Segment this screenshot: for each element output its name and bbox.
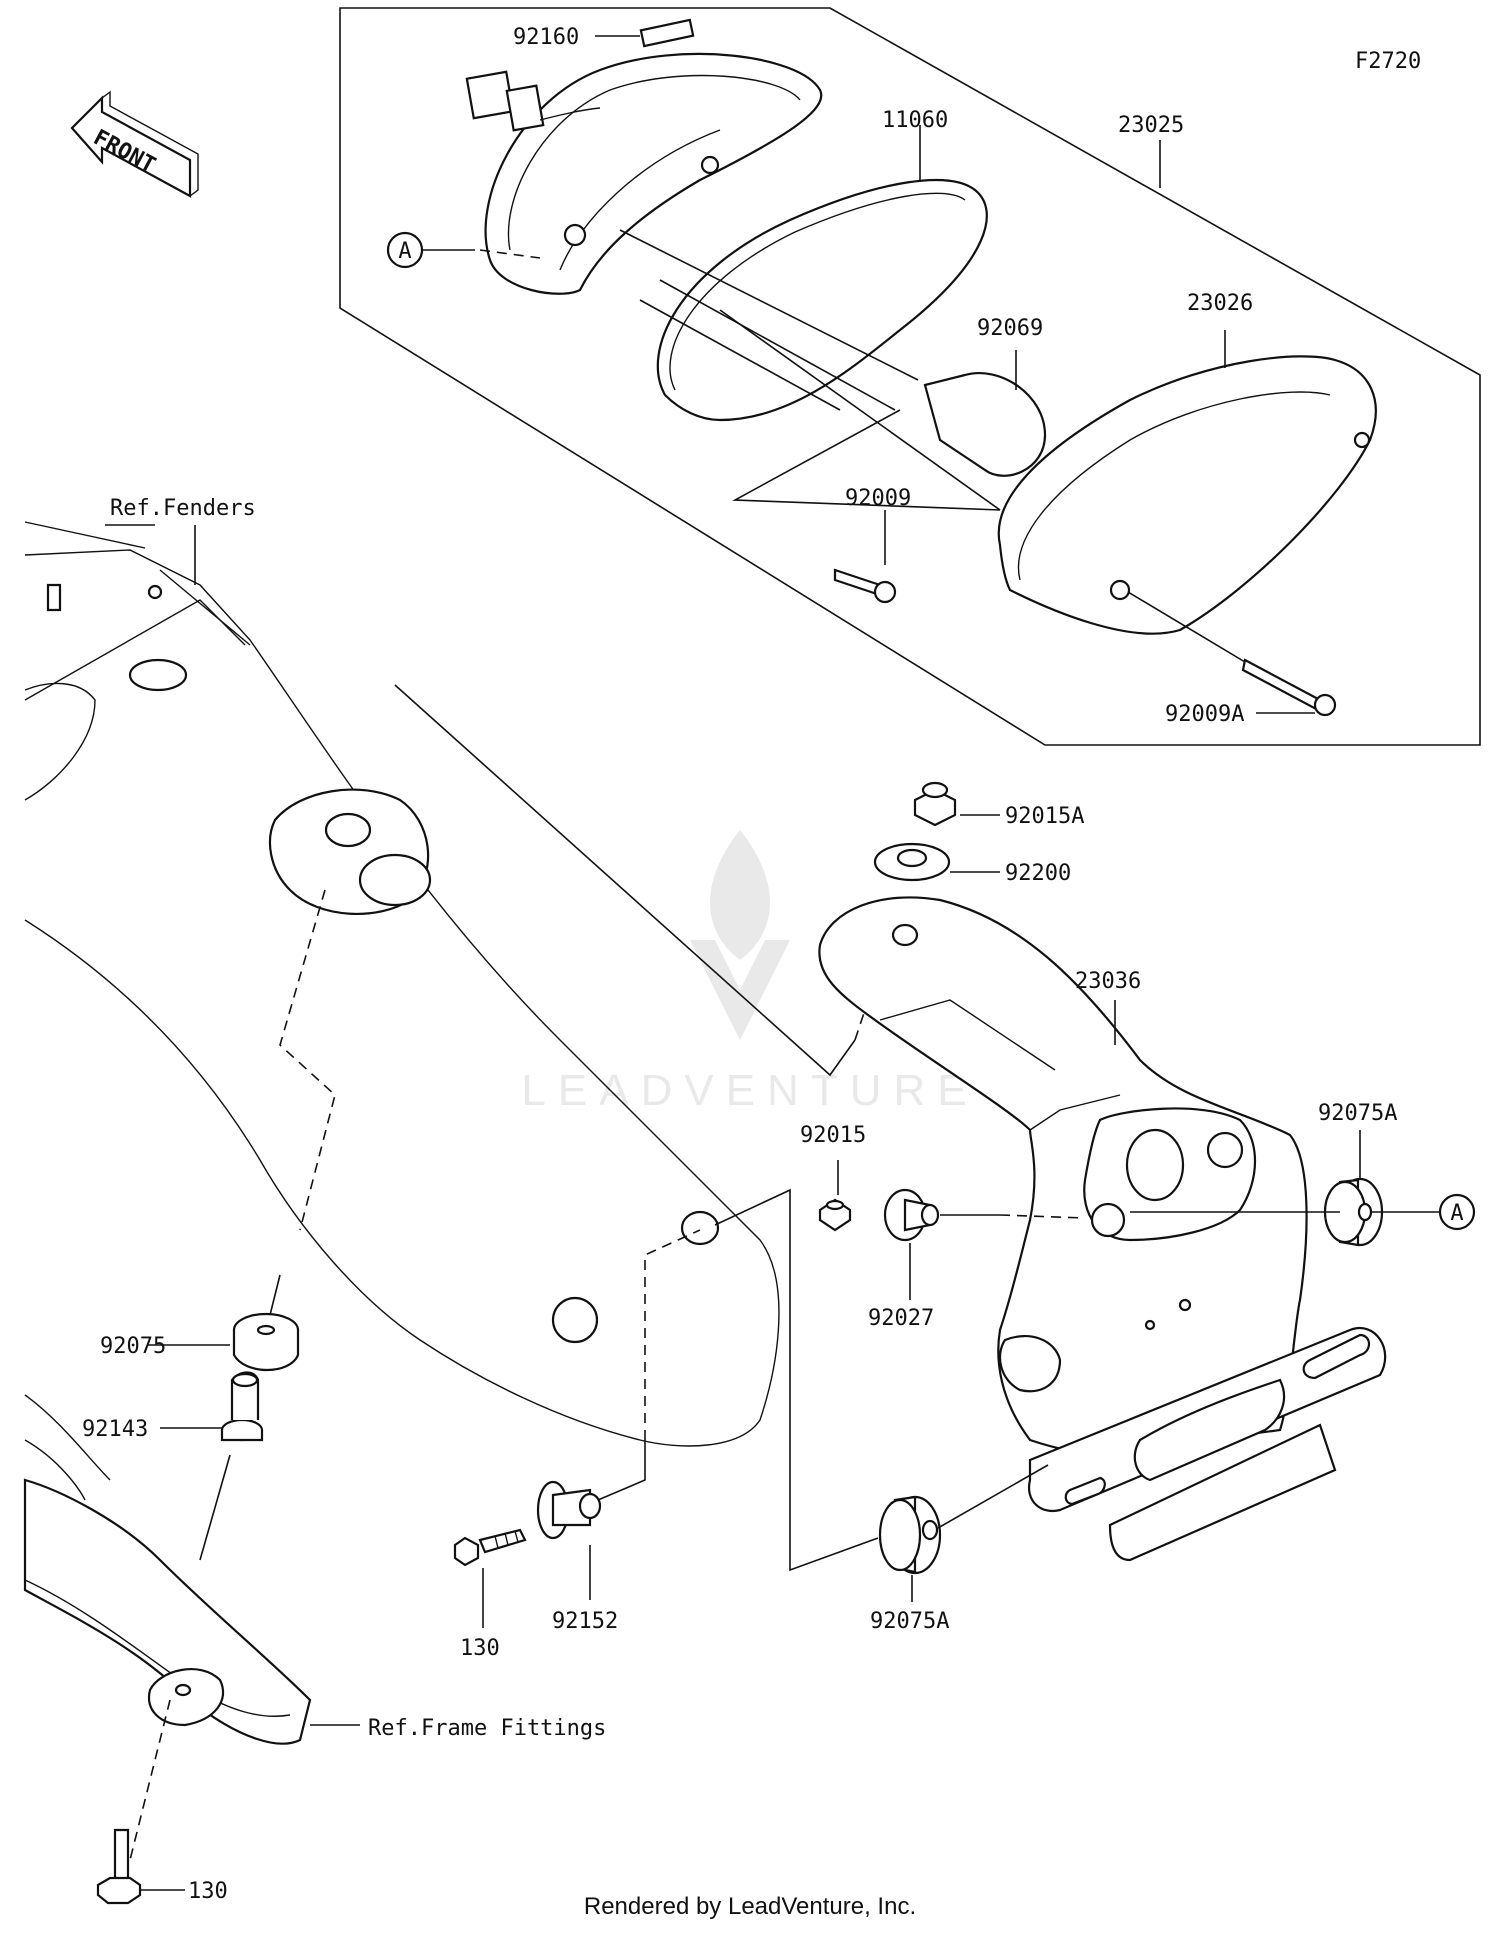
footer-credit: Rendered by LeadVenture, Inc. xyxy=(583,1893,917,1920)
part-92160-pad: 92160 xyxy=(513,18,695,50)
label-92143: 92143 xyxy=(82,1417,148,1442)
part-92200-washer: 92200 xyxy=(873,842,1071,886)
watermark-text: LEADVENTURE xyxy=(521,1066,978,1115)
label-92075A-bottom: 92075A xyxy=(870,1609,949,1634)
callout-a-top: A xyxy=(386,231,541,269)
callout-a-right: A xyxy=(1438,1193,1476,1231)
ref-frame-fittings-label[interactable]: Ref.Frame Fittings xyxy=(368,1716,606,1741)
part-92015-nut: 92015 xyxy=(800,1123,866,1232)
part-23026-lens: 23026 xyxy=(997,291,1377,635)
watermark-logo: LEADVENTURE xyxy=(521,830,978,1115)
label-92160: 92160 xyxy=(513,25,579,50)
part-92009-screw: 92009 xyxy=(833,486,911,604)
part-130-bolt-middle: 130 xyxy=(453,1528,527,1661)
ref-fenders-label[interactable]: Ref.Fenders xyxy=(110,496,256,521)
lamp-housing xyxy=(465,52,823,295)
callout-a-right-text: A xyxy=(1450,1201,1463,1226)
part-92143-collar: 92143 xyxy=(82,1371,264,1442)
part-92075-grommet: 92075 xyxy=(100,1274,300,1372)
label-130-middle: 130 xyxy=(460,1636,500,1661)
part-92069-bulb: 92069 xyxy=(923,316,1047,477)
front-arrow-icon: FRONT xyxy=(70,90,199,198)
label-92075: 92075 xyxy=(100,1334,166,1359)
label-92152: 92152 xyxy=(552,1609,618,1634)
part-130-bolt-bottom: 130 xyxy=(96,1828,228,1905)
label-23026: 23026 xyxy=(1187,291,1253,316)
assembly-box-23025 xyxy=(339,7,1481,746)
part-92027-collar: 92027 xyxy=(868,1188,1086,1331)
label-92009A: 92009A xyxy=(1165,702,1244,727)
frame-fittings-reference: Ref.Frame Fittings xyxy=(23,1394,606,1745)
label-130-bottom: 130 xyxy=(188,1879,228,1904)
label-23025: 23025 xyxy=(1118,113,1184,138)
part-23036-bracket: 23036 xyxy=(818,896,1387,1562)
label-92075A-top: 92075A xyxy=(1318,1101,1397,1126)
label-92015: 92015 xyxy=(800,1123,866,1148)
label-11060: 11060 xyxy=(882,108,948,133)
part-92075A-grommet-bottom: 92075A xyxy=(870,1464,1049,1634)
part-92075A-grommet-top: 92075A xyxy=(1130,1101,1440,1247)
part-92009A-screw: 92009A xyxy=(1127,591,1337,727)
diagram-code: F2720 xyxy=(1355,49,1421,74)
label-23036: 23036 xyxy=(1075,969,1141,994)
fender-reference: Ref.Fenders xyxy=(24,496,780,1447)
part-92015A-nut: 92015A xyxy=(913,781,1084,829)
label-92027: 92027 xyxy=(868,1306,934,1331)
part-92152-collar: 92152 xyxy=(536,1229,701,1634)
label-92015A: 92015A xyxy=(1005,804,1084,829)
label-92200: 92200 xyxy=(1005,861,1071,886)
label-92069: 92069 xyxy=(977,316,1043,341)
callout-a-top-text: A xyxy=(398,239,411,264)
part-11060-gasket: 11060 xyxy=(656,108,988,422)
label-92009: 92009 xyxy=(845,486,911,511)
